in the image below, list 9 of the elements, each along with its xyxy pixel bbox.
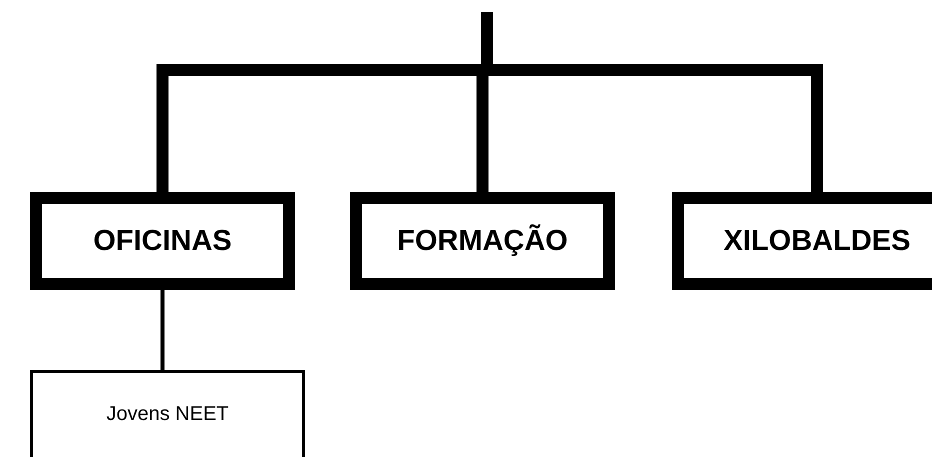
category-box [672, 192, 932, 290]
category-box [30, 192, 295, 290]
box-label: XILOBALDES [724, 224, 910, 258]
box-label: Jovens NEET [106, 403, 229, 426]
sub-box [30, 370, 305, 457]
category-box [350, 192, 615, 290]
box-label: OFICINAS [93, 224, 232, 258]
connector-line [160, 290, 164, 370]
box-label: FORMAÇÃO [397, 224, 568, 258]
